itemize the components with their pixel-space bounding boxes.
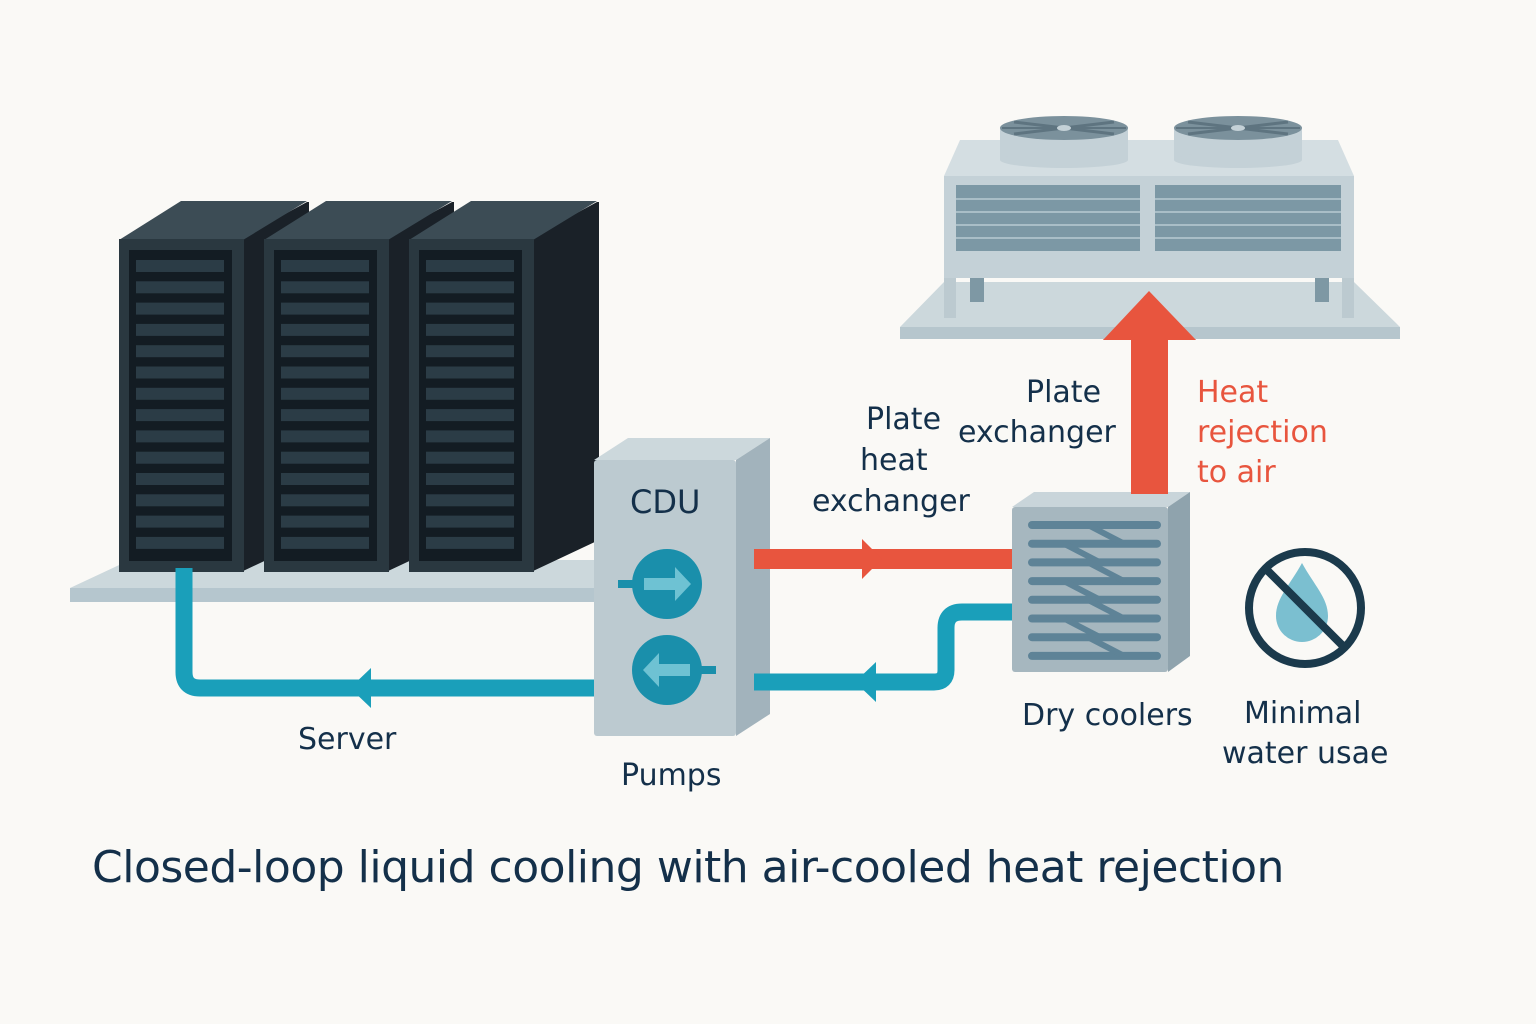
rack-slot [281, 302, 369, 315]
rack-slot [426, 302, 514, 315]
flow-arrow-left-icon [855, 662, 876, 702]
rack-slot [426, 281, 514, 294]
rack-slot [281, 345, 369, 358]
fan-icon [1174, 116, 1302, 168]
dry-cooler-unit [1012, 492, 1190, 672]
rack-slot [136, 345, 224, 358]
label-line: water usae [1222, 736, 1389, 771]
hot-supply-pipe [754, 539, 1016, 579]
pumps-label: Pumps [621, 758, 722, 793]
rack-slot [281, 387, 369, 400]
label-line: Minimal [1244, 696, 1362, 731]
rack-slot [426, 387, 514, 400]
rack-slot [136, 409, 224, 422]
rack-slot [136, 430, 224, 443]
rack-slot [426, 536, 514, 549]
rack-slot [136, 515, 224, 528]
rack-slot [136, 387, 224, 400]
rack-slot [281, 536, 369, 549]
dry-coolers-label: Dry coolers [1022, 698, 1193, 733]
diagram-title: Closed-loop liquid cooling with air-cool… [92, 842, 1284, 893]
rack-slot [281, 323, 369, 336]
flow-arrow-right-icon [862, 539, 882, 579]
pump-in-icon [632, 635, 716, 705]
rack-slot [136, 366, 224, 379]
rack-slot [136, 473, 224, 485]
label-line: Plate [1026, 375, 1102, 410]
label-line: Heat [1197, 375, 1269, 410]
label-line: Plate [866, 402, 942, 437]
rack-slot [281, 430, 369, 443]
cdu-label: CDU [630, 483, 701, 521]
pump-out-icon [618, 549, 702, 619]
rack-slot [281, 260, 369, 272]
server-rack-icon [119, 201, 309, 572]
rack-slot [426, 323, 514, 336]
rack-slot [426, 366, 514, 379]
rack-slot [281, 473, 369, 485]
rooftop-dry-cooler [900, 116, 1400, 340]
rack-slot [136, 281, 224, 294]
label-line: rejection [1197, 415, 1328, 450]
rack-slot [136, 536, 224, 549]
no-water-drop-icon [1245, 548, 1365, 668]
rack-slot [136, 302, 224, 315]
fan-icons [1000, 116, 1302, 168]
rack-slot [426, 345, 514, 358]
rack-slot [281, 451, 369, 464]
server-rack-icon [409, 201, 599, 572]
rack-slot [281, 515, 369, 528]
label-line: exchanger [812, 484, 970, 519]
rack-slot [426, 494, 514, 507]
cold-supply-pipe [754, 603, 1016, 702]
rack-slot [281, 494, 369, 507]
server-label: Server [298, 722, 397, 757]
server-racks [119, 201, 599, 572]
rack-slot [281, 281, 369, 294]
rack-slot [426, 515, 514, 528]
cdu-unit [594, 438, 770, 736]
label-line: to air [1197, 455, 1276, 490]
label-line: heat [860, 443, 928, 478]
rack-slot [136, 494, 224, 507]
fan-icon [1000, 116, 1128, 168]
grille-panel [1155, 185, 1341, 251]
rack-slot [281, 409, 369, 422]
rack-slot [426, 409, 514, 422]
rack-slot [426, 260, 514, 272]
rack-slot [426, 430, 514, 443]
rack-slot [281, 366, 369, 379]
grille-panels [956, 185, 1341, 251]
rack-slot [426, 451, 514, 464]
label-line: exchanger [958, 415, 1116, 450]
cold-return-pipe [175, 568, 600, 708]
rack-slot [426, 473, 514, 485]
grille-panel [956, 185, 1140, 251]
rack-slot [136, 323, 224, 336]
rack-slot [136, 260, 224, 272]
rack-slot [136, 451, 224, 464]
heat-exchanger-coil-icon [1028, 521, 1161, 660]
flow-arrow-left-icon [350, 668, 371, 708]
